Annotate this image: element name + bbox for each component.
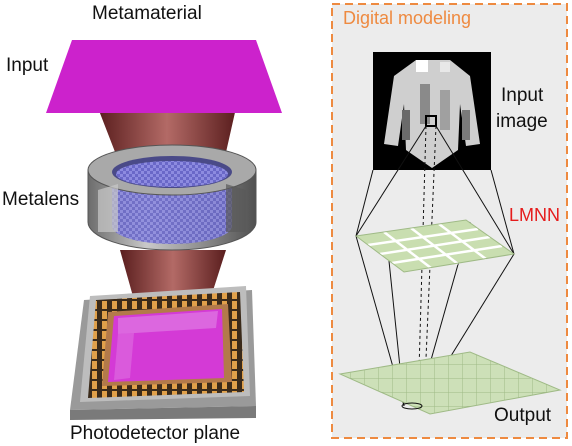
digital-modeling-title: Digital modeling (343, 8, 472, 28)
lmnn-grid (354, 219, 516, 273)
output-plane (338, 351, 562, 415)
input-plane (46, 40, 282, 113)
light-beam-lower (120, 250, 226, 300)
photodetector-chip (70, 286, 256, 420)
lmnn-label: LMNN (509, 205, 561, 225)
metalens (87, 144, 257, 251)
output-label: Output (494, 405, 552, 426)
metamaterial-title: Metamaterial (92, 3, 202, 24)
input-label: Input (6, 55, 49, 76)
photodetector-plane-label: Photodetector plane (70, 423, 241, 444)
metalens-label: Metalens (2, 189, 80, 210)
input-image-label-line1: Input (501, 85, 544, 106)
output-focus (401, 402, 423, 410)
input-image-label-line2: image (496, 111, 548, 132)
input-image (373, 52, 491, 170)
